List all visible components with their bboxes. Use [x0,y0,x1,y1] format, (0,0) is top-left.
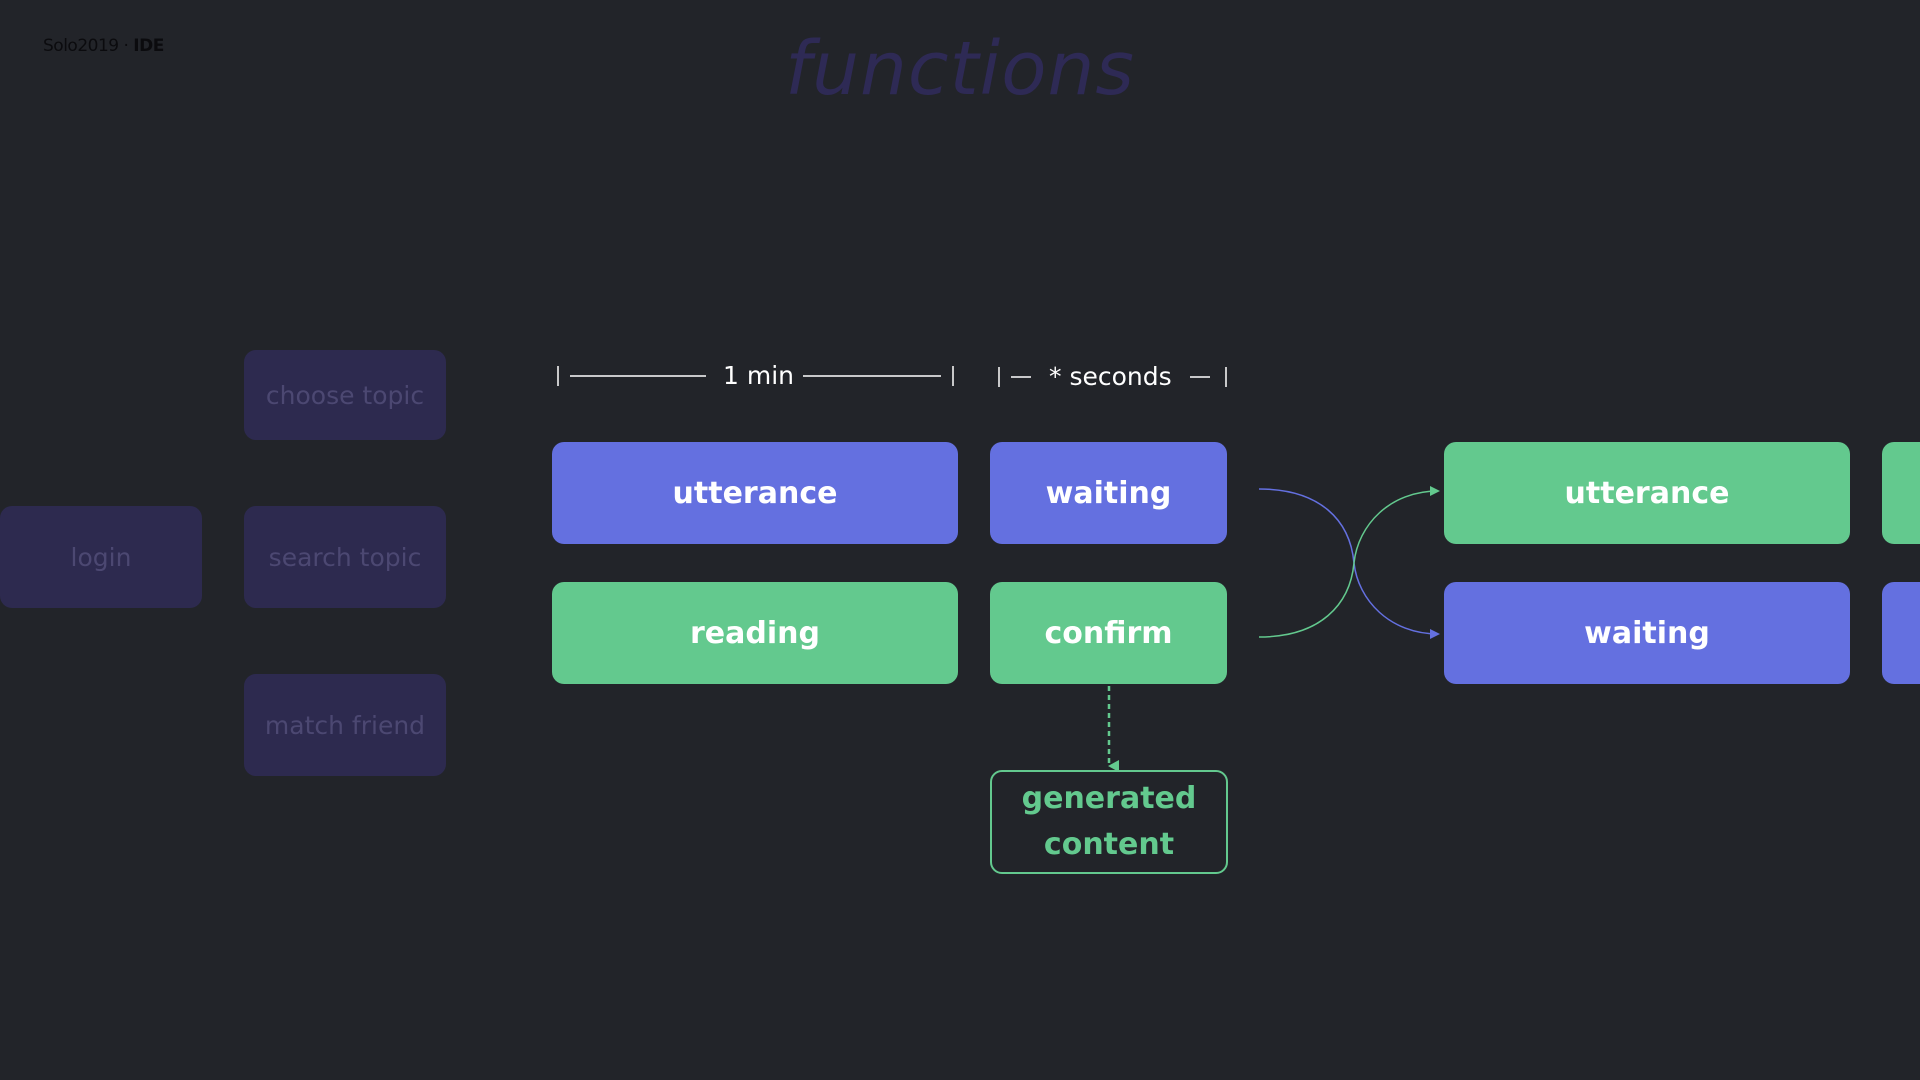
confirm-to-utterance-arrow [1258,486,1440,638]
next-round-green-box-partial [1882,442,1920,544]
reading-box: reading [552,582,958,684]
waiting-box: waiting [990,442,1227,544]
next-utterance-box: utterance [1444,442,1850,544]
confirm-box: confirm [990,582,1227,684]
waiting-to-waiting-arrow [1258,488,1440,639]
choose-topic-step: choose topic [244,350,446,440]
login-step: login [0,506,202,608]
waiting-duration-label: * seconds [1045,362,1176,391]
next-round-purple-box-partial [1882,582,1920,684]
brand-name: Solo2019 · [43,36,129,56]
slide-title: functions [785,26,1135,112]
utterance-duration-line [557,366,954,386]
utterance-duration-label: 1 min [719,361,798,390]
search-topic-step: search topic [244,506,446,608]
generated-content-line-1: generated [1021,781,1197,816]
generated-content-box: generated content [990,770,1228,874]
brand-logo: Solo2019 · IDE [43,36,164,56]
brand-product: IDE [133,36,164,56]
waiting-duration-line [998,367,1227,387]
utterance-box: utterance [552,442,958,544]
generated-content-line-2: content [1043,827,1175,862]
match-friend-step: match friend [244,674,446,776]
next-waiting-box: waiting [1444,582,1850,684]
